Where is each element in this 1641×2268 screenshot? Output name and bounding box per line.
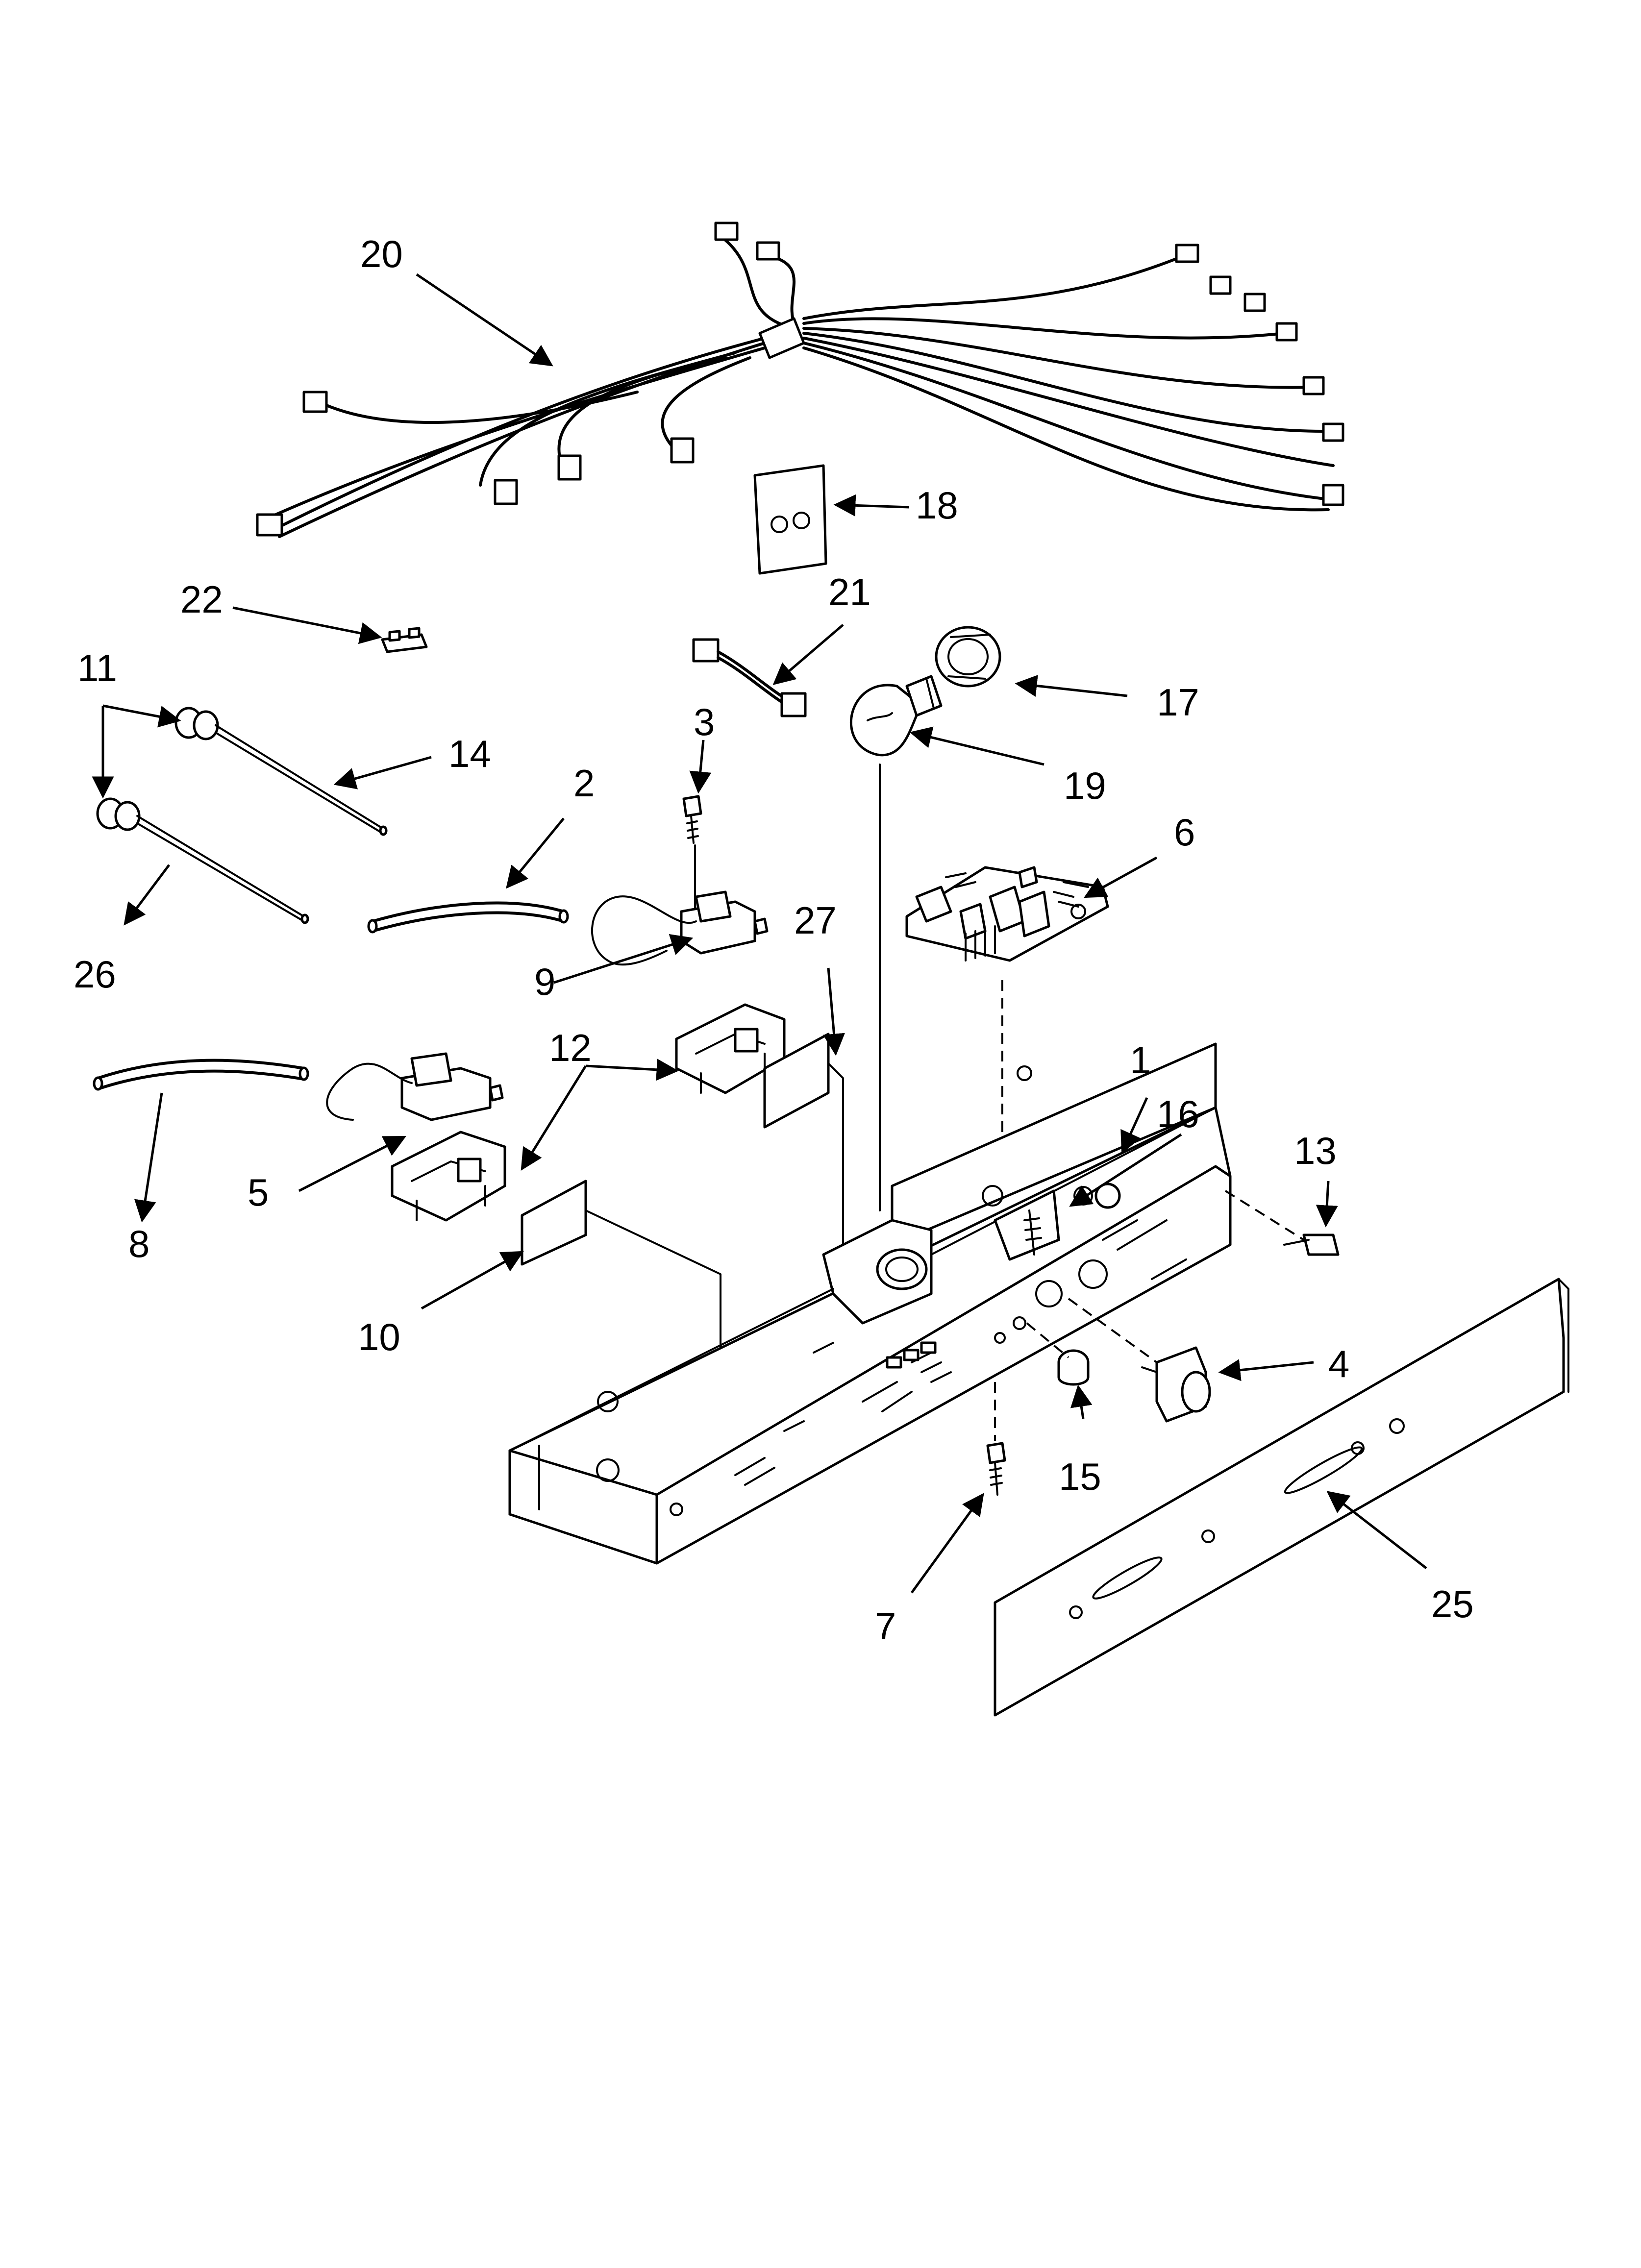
callout-12: 12 bbox=[549, 1026, 592, 1069]
trim-panel-25 bbox=[994, 1278, 1569, 1717]
callout-7: 7 bbox=[875, 1604, 896, 1648]
short-harness-21 bbox=[692, 638, 807, 717]
callout-19: 19 bbox=[1064, 764, 1106, 807]
bulb-19 bbox=[849, 675, 943, 757]
lamp-socket-17 bbox=[935, 626, 1001, 688]
button-15 bbox=[1057, 1349, 1090, 1386]
plate-18 bbox=[753, 464, 827, 575]
switch-9 bbox=[591, 890, 769, 966]
callout-21: 21 bbox=[828, 570, 871, 614]
leader-lines bbox=[92, 273, 1427, 1594]
callout-6: 6 bbox=[1174, 811, 1195, 854]
control-4 bbox=[1141, 1346, 1211, 1423]
callout-18: 18 bbox=[916, 484, 958, 527]
screw-7 bbox=[986, 1442, 1006, 1496]
callout-1: 1 bbox=[1130, 1038, 1151, 1082]
callout-labels: 20 18 22 21 17 11 14 3 19 2 6 27 26 9 12… bbox=[74, 232, 1474, 1648]
control-board-6 bbox=[905, 866, 1109, 962]
callout-15: 15 bbox=[1059, 1455, 1101, 1498]
callout-3: 3 bbox=[694, 700, 715, 743]
switch-5 bbox=[326, 1052, 504, 1121]
callout-27: 27 bbox=[794, 899, 837, 942]
callout-10: 10 bbox=[358, 1315, 400, 1358]
screw-13 bbox=[1283, 1233, 1340, 1256]
callout-16: 16 bbox=[1157, 1092, 1199, 1135]
tube-8 bbox=[93, 1059, 309, 1091]
callout-9: 9 bbox=[534, 960, 555, 1003]
callout-25: 25 bbox=[1431, 1582, 1474, 1626]
grommet-rod-26 bbox=[96, 797, 309, 924]
screw-3 bbox=[682, 795, 702, 844]
callout-22: 22 bbox=[180, 578, 223, 621]
callout-14: 14 bbox=[448, 732, 491, 775]
callout-26: 26 bbox=[74, 953, 116, 996]
callout-13: 13 bbox=[1294, 1129, 1337, 1172]
bracket-12-lower bbox=[391, 1131, 506, 1222]
callout-2: 2 bbox=[573, 762, 595, 805]
grommet-rod-14 bbox=[174, 707, 388, 836]
callout-5: 5 bbox=[248, 1171, 269, 1214]
clip-22 bbox=[381, 627, 428, 653]
tube-2 bbox=[367, 901, 569, 934]
callout-4: 4 bbox=[1328, 1342, 1349, 1385]
control-housing-1 bbox=[508, 1042, 1232, 1565]
wire-harness-20 bbox=[256, 222, 1344, 538]
callout-11: 11 bbox=[77, 646, 117, 690]
callout-20: 20 bbox=[360, 232, 403, 275]
callout-17: 17 bbox=[1157, 681, 1199, 724]
callout-8: 8 bbox=[128, 1222, 149, 1265]
